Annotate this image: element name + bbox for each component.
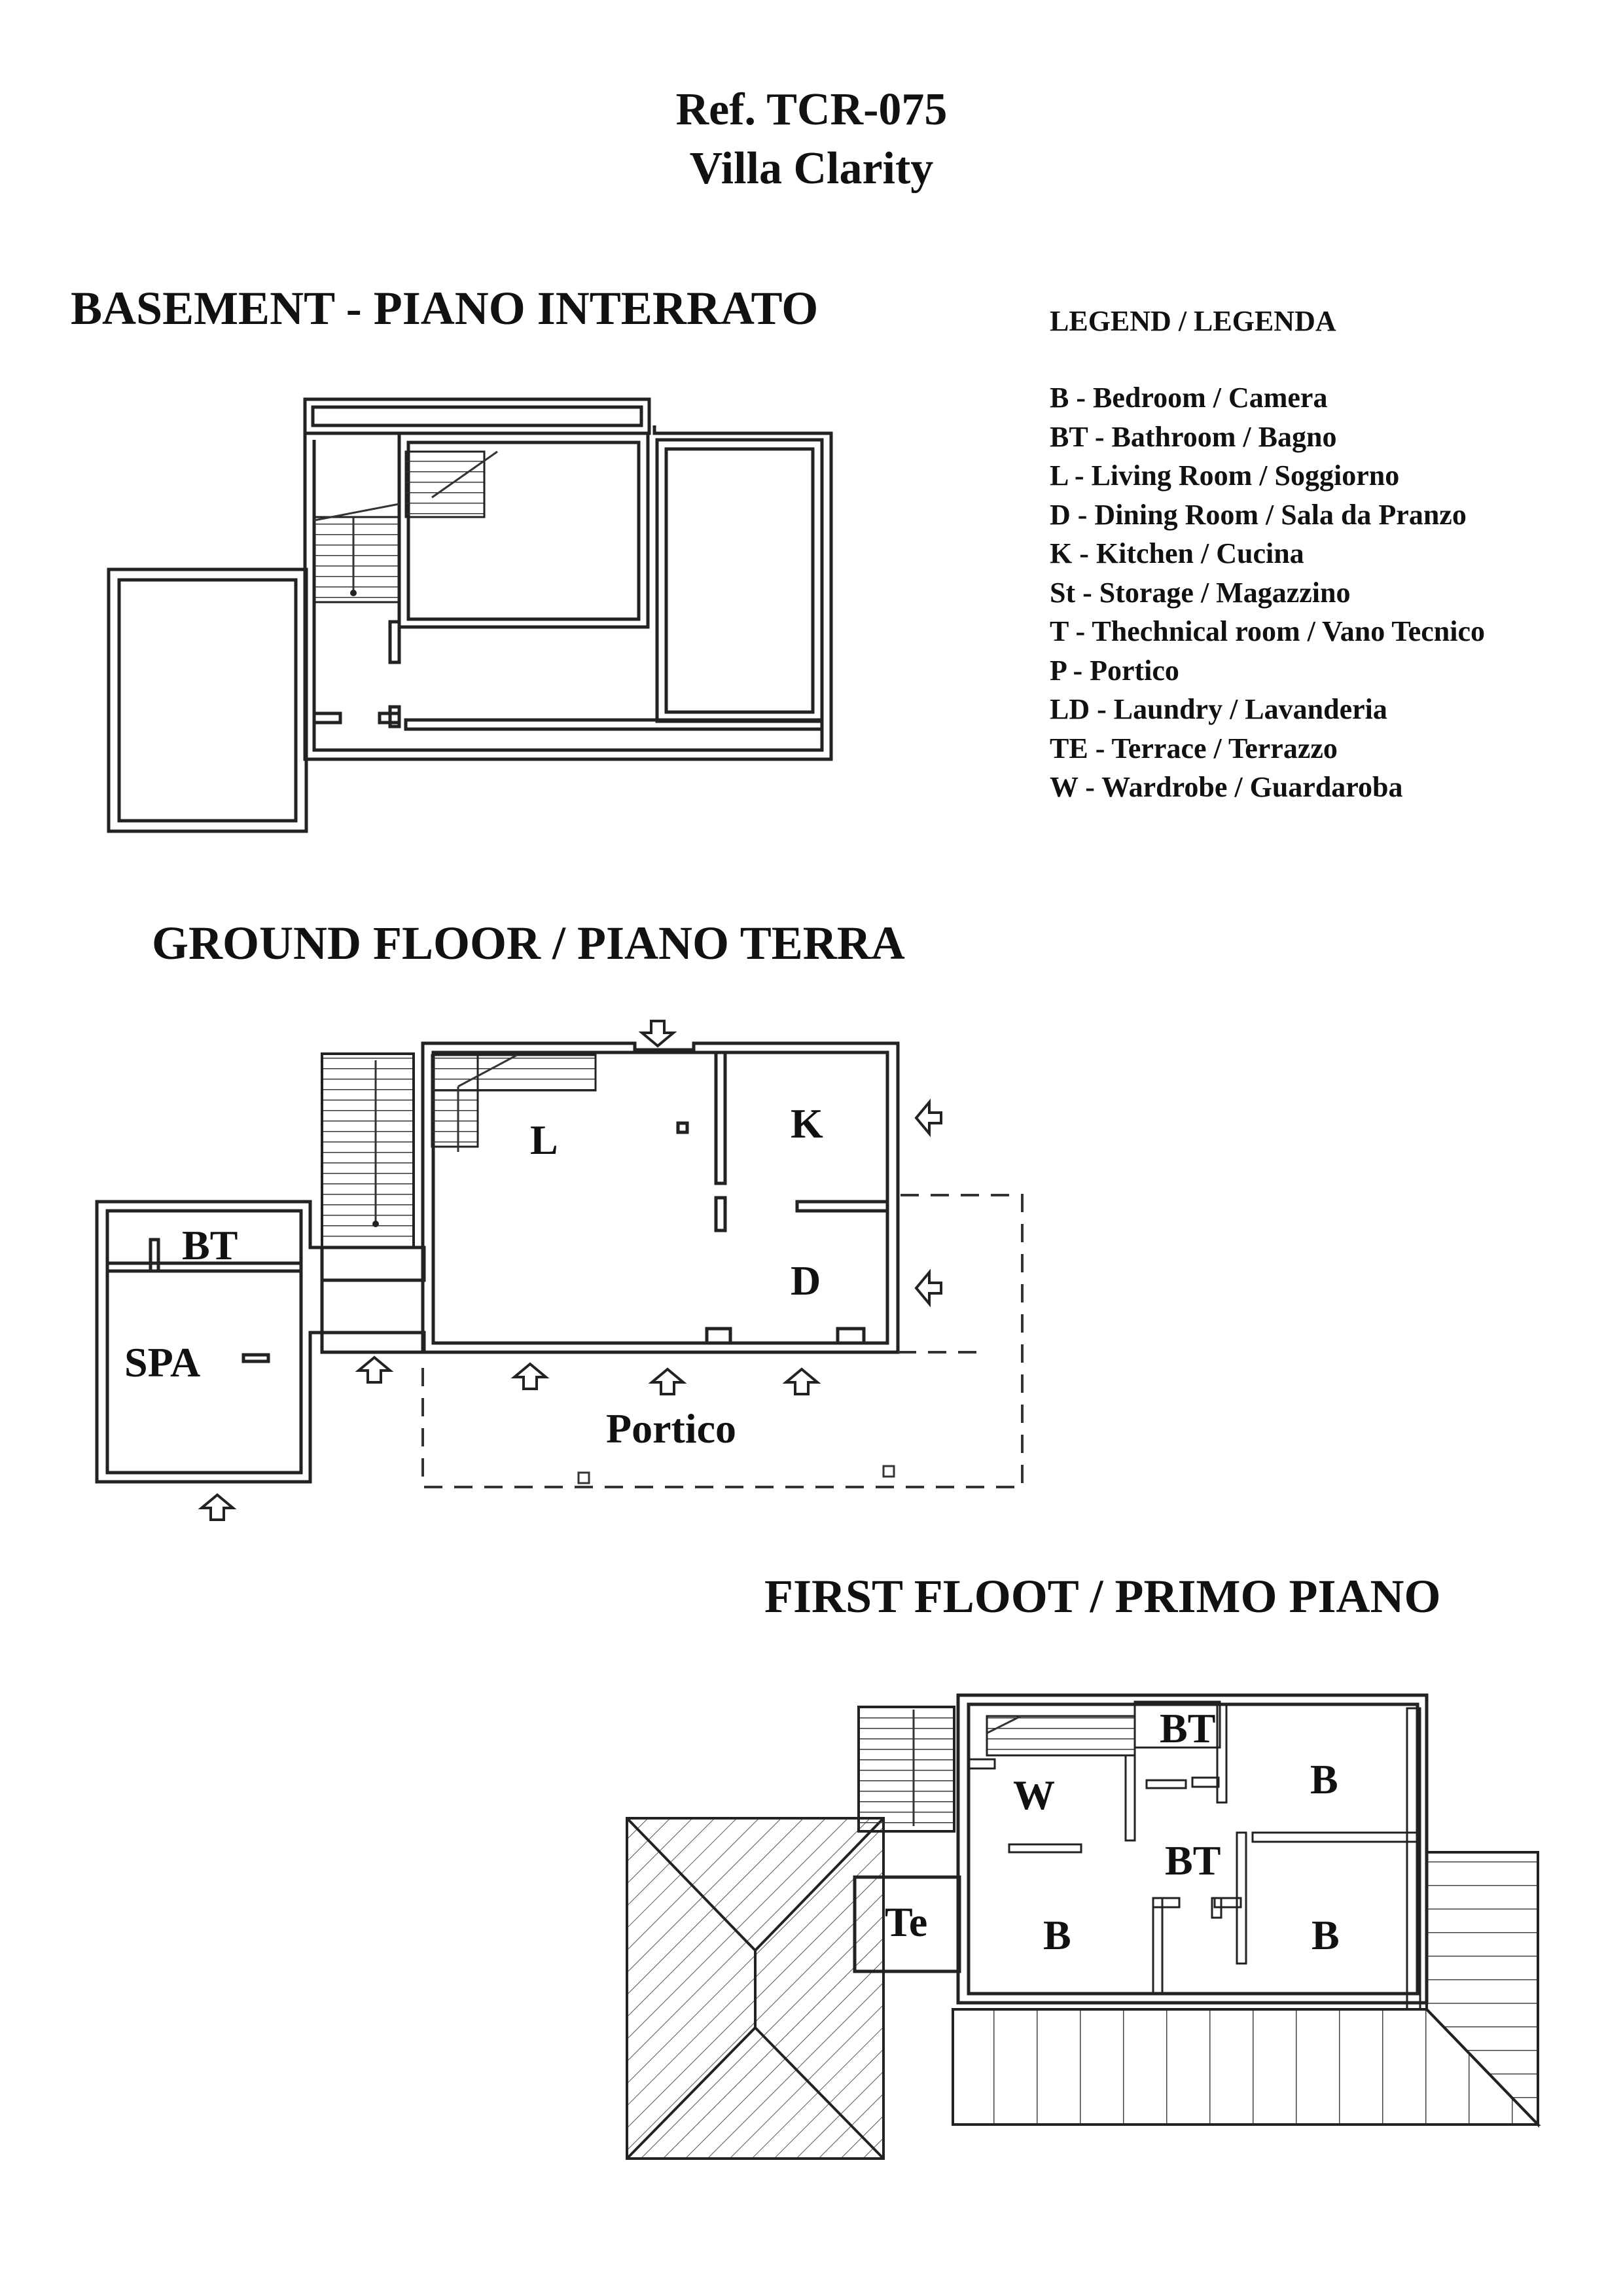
room-label-d: D (791, 1257, 821, 1304)
room-label-bt-mid: BT (1165, 1837, 1221, 1884)
legend-item: L - Living Room / Soggiorno (1050, 459, 1400, 492)
legend-item: T - Thechnical room / Vano Tecnico (1050, 615, 1486, 647)
room-label-bt-top: BT (1160, 1705, 1216, 1751)
room-label-spa: SPA (124, 1339, 201, 1386)
basement-heading: BASEMENT - PIANO INTERRATO (71, 282, 819, 334)
room-label-w: W (1013, 1772, 1055, 1818)
ground-floor-heading: GROUND FLOOR / PIANO TERRA (152, 917, 905, 969)
room-label-bt: BT (182, 1222, 238, 1268)
legend-item: B - Bedroom / Camera (1050, 382, 1328, 414)
roof-left (626, 1817, 885, 2160)
legend-item: BT - Bathroom / Bagno (1050, 420, 1337, 453)
legend-item: W - Wardrobe / Guardaroba (1050, 771, 1403, 803)
ground-floor-walls (95, 1020, 1024, 1521)
reference-code: Ref. TCR-075 (675, 84, 948, 135)
first-floor-heading: FIRST FLOOT / PRIMO PIANO (764, 1570, 1441, 1623)
legend-item: K - Kitchen / Cucina (1050, 537, 1304, 569)
first-floor-walls (626, 1693, 1541, 2160)
room-label-portico: Portico (606, 1405, 736, 1452)
legend-item: TE - Terrace / Terrazzo (1050, 732, 1338, 764)
room-label-k: K (791, 1100, 823, 1147)
legend-title: LEGEND / LEGENDA (1050, 305, 1336, 337)
legend-item: LD - Laundry / Lavanderia (1050, 693, 1387, 725)
villa-name: Villa Clarity (689, 143, 934, 194)
legend-item: P - Portico (1050, 654, 1179, 687)
legend-list: B - Bedroom / Camera BT - Bathroom / Bag… (1050, 378, 1485, 807)
room-label-b-bottom-right: B (1311, 1912, 1340, 1958)
legend-item: D - Dining Room / Sala da Pranzo (1050, 498, 1467, 531)
room-label-te: Te (885, 1899, 928, 1945)
basement-walls (107, 397, 833, 833)
room-label-b-bottom-left: B (1043, 1912, 1071, 1958)
room-label-l: L (530, 1117, 558, 1163)
legend-item: St - Storage / Magazzino (1050, 576, 1351, 609)
entry-arrow-icon (198, 1020, 942, 1521)
room-label-b-top: B (1310, 1756, 1338, 1803)
